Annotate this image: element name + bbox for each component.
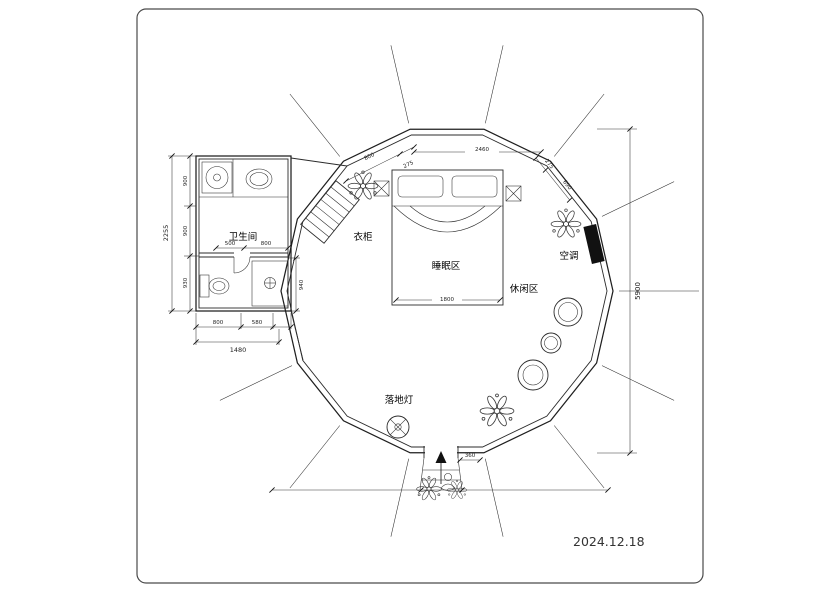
dim-bed-width: 1800 bbox=[440, 297, 454, 303]
dim-top-275a: 275 bbox=[403, 160, 416, 170]
dim-overall-height: 5900 bbox=[634, 282, 642, 300]
entry-door bbox=[419, 444, 463, 491]
page-frame bbox=[136, 8, 704, 584]
plants bbox=[347, 170, 582, 502]
dim-bath-inner-2: 800 bbox=[261, 241, 272, 247]
dim-bath-h2: 580 bbox=[252, 320, 263, 326]
dim-bath-v3: 930 bbox=[183, 277, 189, 288]
wardrobe-ladder: 衣柜 bbox=[300, 180, 373, 244]
plant-icon bbox=[550, 208, 582, 239]
dimensions: 5900 900 900 930 2255 800 580 1480 500 8… bbox=[162, 125, 642, 494]
ac-label: 空调 bbox=[559, 250, 578, 262]
dim-entry: 360 bbox=[465, 453, 476, 459]
dim-top-275b: 275 bbox=[543, 158, 555, 170]
sleeping-area-label: 睡眠区 bbox=[432, 260, 461, 272]
yurt-wall bbox=[280, 128, 614, 454]
dim-top-800: 800 bbox=[364, 152, 377, 162]
date-label: 2024.12.18 bbox=[573, 534, 645, 549]
wardrobe-label: 衣柜 bbox=[353, 231, 373, 243]
bathroom: 卫生间 bbox=[195, 155, 348, 361]
plant-icon bbox=[479, 393, 515, 428]
dim-bath-overall-h: 1480 bbox=[230, 346, 247, 354]
dim-bath-right: 940 bbox=[299, 279, 305, 290]
dim-bath-inner-1: 500 bbox=[225, 241, 236, 247]
dim-top-690: 690 bbox=[561, 179, 573, 191]
bed-area: 睡眠区 bbox=[373, 169, 522, 306]
dim-top-2460: 2460 bbox=[475, 147, 489, 153]
floor-lamp-label: 落地灯 bbox=[385, 394, 414, 406]
ac-unit: 空调 bbox=[559, 224, 605, 264]
dim-bath-overall-v: 2255 bbox=[162, 225, 170, 242]
leisure-area: 休闲区 bbox=[510, 283, 583, 391]
dim-bath-v1: 900 bbox=[183, 175, 189, 186]
bathroom-label: 卫生间 bbox=[229, 231, 258, 243]
leisure-area-label: 休闲区 bbox=[510, 283, 539, 295]
person-icon bbox=[440, 473, 456, 491]
dim-bath-h1: 800 bbox=[213, 320, 224, 326]
plant-icon bbox=[347, 170, 379, 201]
ray-lines bbox=[219, 45, 699, 537]
floor-lamp: 落地灯 bbox=[385, 394, 414, 439]
dim-bath-v2: 900 bbox=[183, 225, 189, 236]
entry-arrow-icon bbox=[435, 451, 447, 463]
